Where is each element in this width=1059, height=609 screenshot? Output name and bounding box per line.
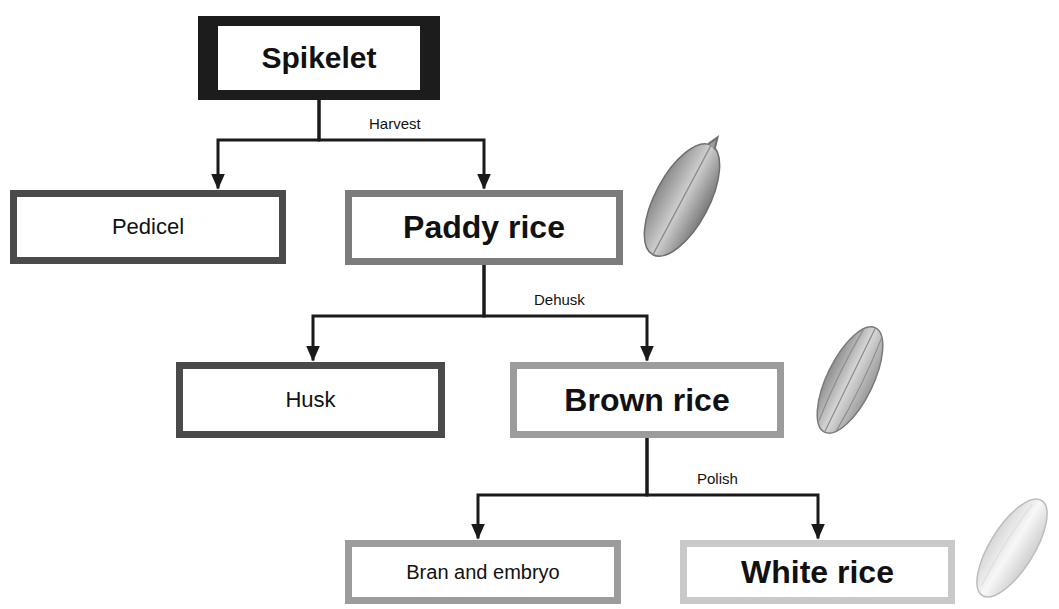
process-box: White rice [680,540,955,604]
root-box: Spikelet [198,16,440,100]
node-label: Brown rice [564,382,729,419]
node-label: Spikelet [218,26,420,90]
step-label: Dehusk [532,291,587,308]
process-box: Pedicel [10,190,286,264]
node-label: Paddy rice [403,209,565,246]
step-label: Harvest [367,115,423,132]
node-label: Husk [285,387,335,413]
white-grain [964,489,1059,607]
node-label: Bran and embryo [406,561,559,584]
process-box: Paddy rice [345,190,623,265]
branch-arrow [478,438,647,539]
branch-arrow [313,265,484,361]
brown-grain [804,318,896,442]
step-label: Polish [695,470,740,487]
branch-arrow [647,438,818,539]
process-box: Brown rice [510,362,784,438]
branch-arrow [218,100,319,189]
process-box: Husk [176,362,445,438]
process-box: Bran and embryo [345,540,621,604]
node-label: Pedicel [112,214,184,240]
branch-arrow [319,100,484,189]
branch-arrow [484,265,647,361]
node-label: White rice [741,554,894,591]
paddy-grain [629,124,740,268]
